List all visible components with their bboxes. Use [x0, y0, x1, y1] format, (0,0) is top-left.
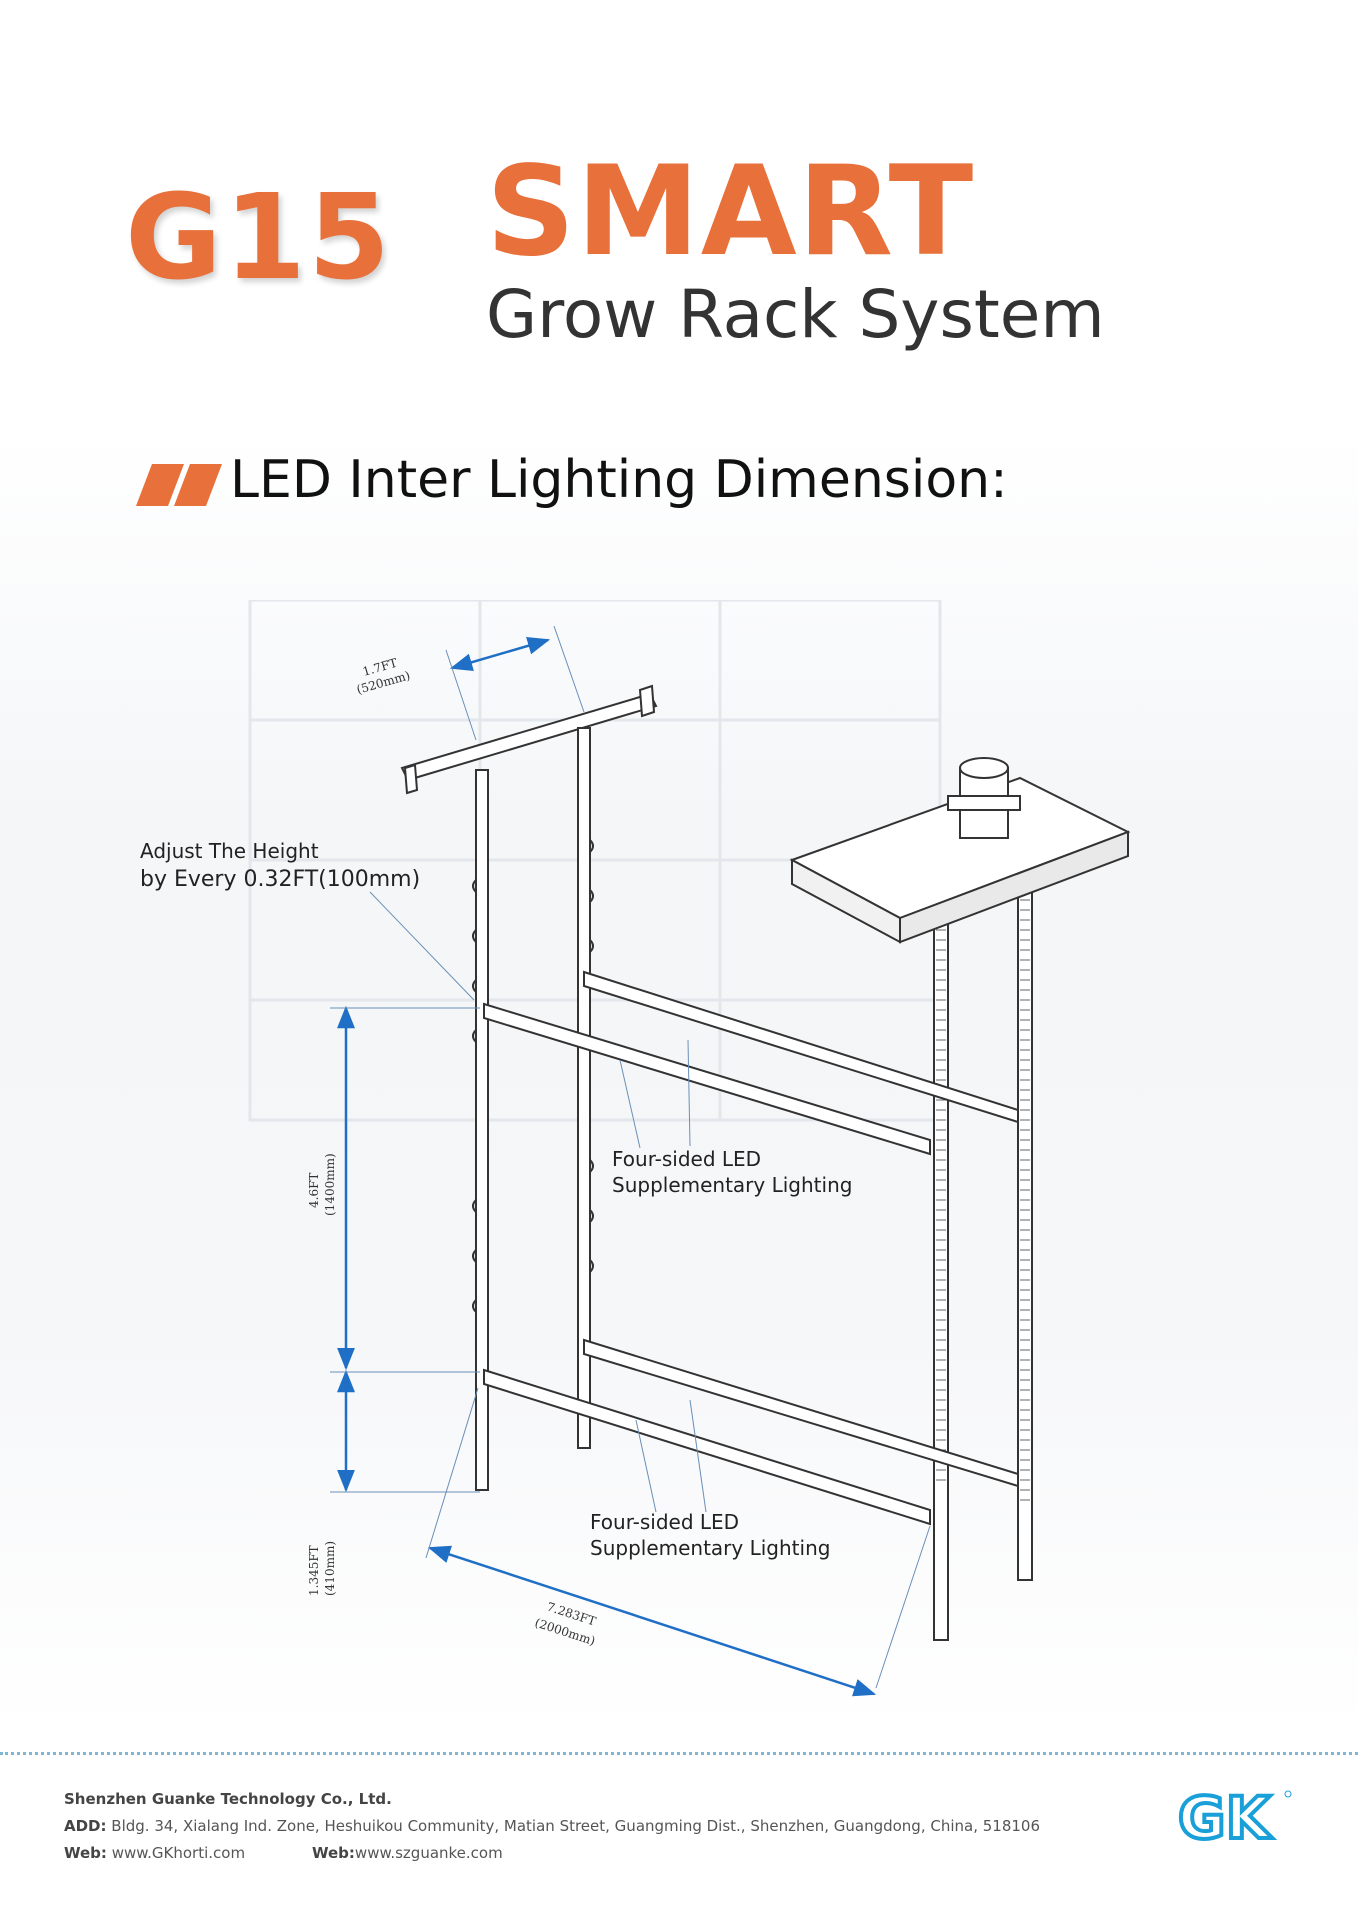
- model-title: G15: [125, 168, 393, 306]
- web-label-1: Web:: [64, 1844, 107, 1862]
- fan-icon: [947, 757, 1021, 839]
- footer-divider: [0, 1752, 1358, 1761]
- section-heading: LED Inter Lighting Dimension:: [230, 450, 1008, 510]
- website-2[interactable]: Web:www.szguanke.com: [312, 1844, 503, 1862]
- product-title: SMART: [486, 140, 975, 284]
- adjust-label-line2: by Every 0.32FT(100mm): [140, 867, 420, 892]
- website-1-link[interactable]: www.GKhorti.com: [111, 1844, 246, 1862]
- upper-led-label-line1: Four-sided LED: [612, 1147, 761, 1171]
- upper-led-label-line2: Supplementary Lighting: [612, 1173, 852, 1197]
- bottom-ft-label: 1.345FT: [307, 1545, 321, 1596]
- controller-box: [789, 776, 1131, 944]
- lower-led-label-line2: Supplementary Lighting: [590, 1536, 830, 1560]
- top-hanger-bar: [400, 684, 658, 795]
- height-ft-label: 4.6FT: [307, 1173, 321, 1208]
- height-mm-label: (1400mm): [323, 1153, 337, 1216]
- left-front-post: [472, 769, 489, 1491]
- dimension-arrows: [337, 637, 877, 1697]
- company-name: Shenzhen Guanke Technology Co., Ltd.: [64, 1790, 392, 1808]
- background-photo-fade: [0, 430, 1358, 1730]
- website-1[interactable]: Web: www.GKhorti.com: [64, 1844, 245, 1862]
- section-marker-icon: [136, 464, 222, 506]
- adjust-label-line1: Adjust The Height: [140, 839, 319, 863]
- extension-lines: [330, 625, 931, 1689]
- spiral-cable-texture: [936, 889, 1030, 1501]
- rack-dimension-diagram: 1.7FT (520mm) Adjust The Height by Every…: [140, 600, 1131, 1697]
- left-rear-post: [577, 727, 594, 1449]
- gk-logo-icon: GK: [1176, 1786, 1292, 1846]
- address-text: Bldg. 34, Xialang Ind. Zone, Heshuikou C…: [111, 1817, 1041, 1835]
- lower-led-label-line1: Four-sided LED: [590, 1510, 739, 1534]
- lower-led-bars: [483, 1338, 1019, 1526]
- web-label-2: Web:: [312, 1844, 355, 1862]
- logo-text: GK: [1178, 1786, 1273, 1846]
- bottom-mm-label: (410mm): [323, 1541, 337, 1596]
- upper-led-bars: [483, 970, 1019, 1156]
- company-address: ADD: Bldg. 34, Xialang Ind. Zone, Heshui…: [64, 1817, 1040, 1835]
- address-label: ADD:: [64, 1817, 107, 1835]
- product-subtitle: Grow Rack System: [486, 276, 1105, 353]
- website-2-link[interactable]: www.szguanke.com: [354, 1844, 503, 1862]
